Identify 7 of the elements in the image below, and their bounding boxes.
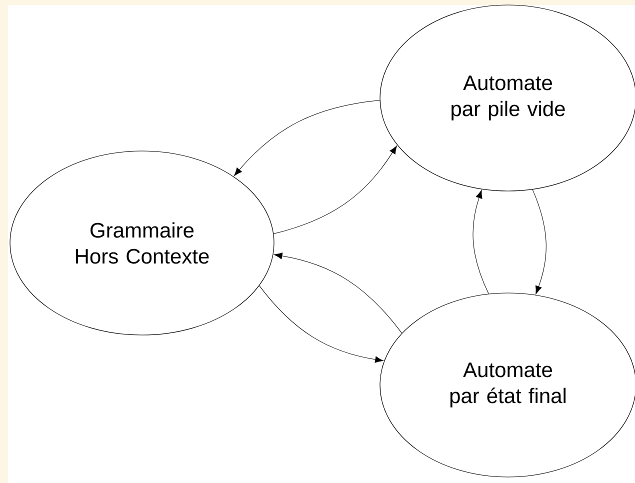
arrow <box>259 285 384 363</box>
ellipse-node: Grammaire Hors Contexte <box>10 150 274 336</box>
arrow <box>472 190 489 294</box>
arrow <box>274 252 402 334</box>
arrow <box>234 100 380 176</box>
arrow <box>532 189 546 294</box>
arrow <box>273 146 397 234</box>
